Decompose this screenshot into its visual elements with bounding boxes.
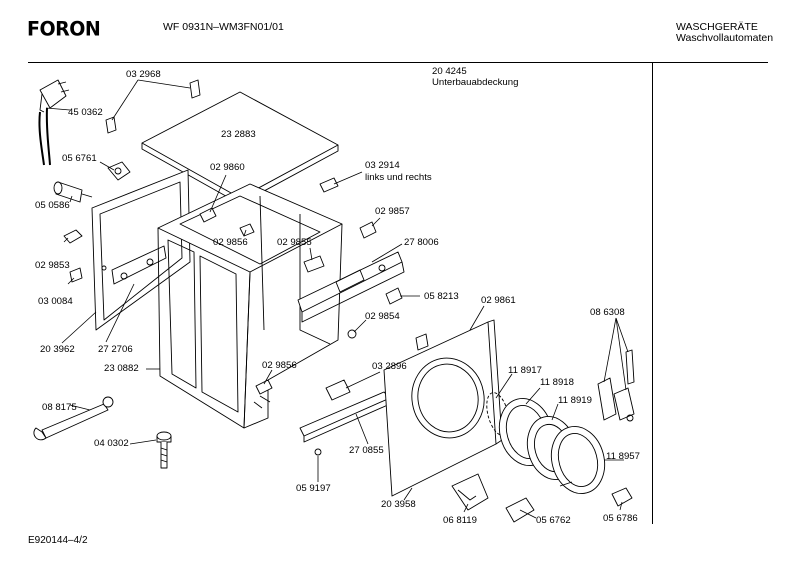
door-front <box>550 426 606 494</box>
brand-logo: FORON <box>27 17 101 41</box>
category-title: WASCHGERÄTE <box>676 21 758 33</box>
clip-02-9860 <box>199 207 217 223</box>
part-label: 05 8213 <box>424 291 459 302</box>
part-label: 02 9856 <box>213 237 248 248</box>
part-label: 45 0362 <box>68 107 103 118</box>
hinge-bracket <box>415 333 429 351</box>
part-label: 05 9197 <box>296 483 331 494</box>
clip-02-9853 <box>63 229 83 244</box>
part-label: 03 2968 <box>126 69 161 80</box>
leader-lines <box>45 79 629 519</box>
clip-part <box>105 79 201 134</box>
part-label: 20 4245 <box>432 66 467 77</box>
drawing-id: E920144–4/2 <box>28 535 88 546</box>
bracket-05-8213 <box>385 287 403 305</box>
part-label: 27 0855 <box>349 445 384 456</box>
foot-03-2896 <box>325 379 351 401</box>
part-label: 02 9854 <box>365 311 400 322</box>
part-label: 02 9861 <box>481 295 516 306</box>
part-label: 20 3958 <box>381 499 416 510</box>
part-label: 02 9855 <box>277 237 312 248</box>
part-label-description: Unterbauabdeckung <box>432 77 519 88</box>
bottom-rail <box>299 391 391 443</box>
power-cord-plug <box>38 79 70 166</box>
part-label: 02 9860 <box>210 162 245 173</box>
part-label: 02 9856 <box>262 360 297 371</box>
category-subtitle: Waschvollautomaten <box>676 32 774 44</box>
back-panel <box>91 169 191 331</box>
part-label: 11 8957 <box>606 451 640 462</box>
part-label: 27 2706 <box>98 344 133 355</box>
header-divider <box>28 62 768 63</box>
latch-05-6786 <box>611 487 633 507</box>
part-label: 03 2914 <box>365 160 400 171</box>
part-label: 03 0084 <box>38 296 73 307</box>
part-label: 11 8917 <box>508 365 542 376</box>
part-label: 05 6762 <box>536 515 571 526</box>
part-label: 08 6308 <box>590 307 625 318</box>
door-handle <box>451 473 489 511</box>
screw-05-9197 <box>314 448 322 456</box>
part-label: 20 3962 <box>40 344 75 355</box>
control-panel-frame <box>297 221 405 323</box>
part-label: 11 8918 <box>540 377 574 388</box>
model-number: WF 0931N–WM3FN01/01 <box>163 21 284 33</box>
part-label: 23 0882 <box>104 363 139 374</box>
part-label: 03 2896 <box>372 361 407 372</box>
hinge-assembly <box>597 349 635 422</box>
rear-rail <box>111 245 167 285</box>
part-label: 27 8006 <box>404 237 439 248</box>
wrench-tool <box>33 396 114 441</box>
clip-02-9856-top <box>239 223 255 237</box>
part-label-description: links und rechts <box>365 172 432 183</box>
filter-capacitor <box>53 181 93 203</box>
part-label: 23 2883 <box>221 129 256 140</box>
bracket-03-2914 <box>319 177 339 193</box>
part-label: 05 6786 <box>603 513 638 524</box>
part-label: 05 0586 <box>35 200 70 211</box>
transport-bolt <box>156 431 172 469</box>
column-divider <box>652 62 653 524</box>
part-label: 02 9853 <box>35 260 70 271</box>
part-label: 08 8175 <box>42 402 77 413</box>
bracket-part <box>107 161 131 181</box>
part-label: 02 9857 <box>375 206 410 217</box>
part-label: 04 0302 <box>94 438 129 449</box>
clip-02-9856-bottom <box>255 379 273 395</box>
part-label: 06 8119 <box>443 515 477 526</box>
part-label: 11 8919 <box>558 395 592 406</box>
front-panel <box>383 319 503 497</box>
part-label: 05 6761 <box>62 153 97 164</box>
